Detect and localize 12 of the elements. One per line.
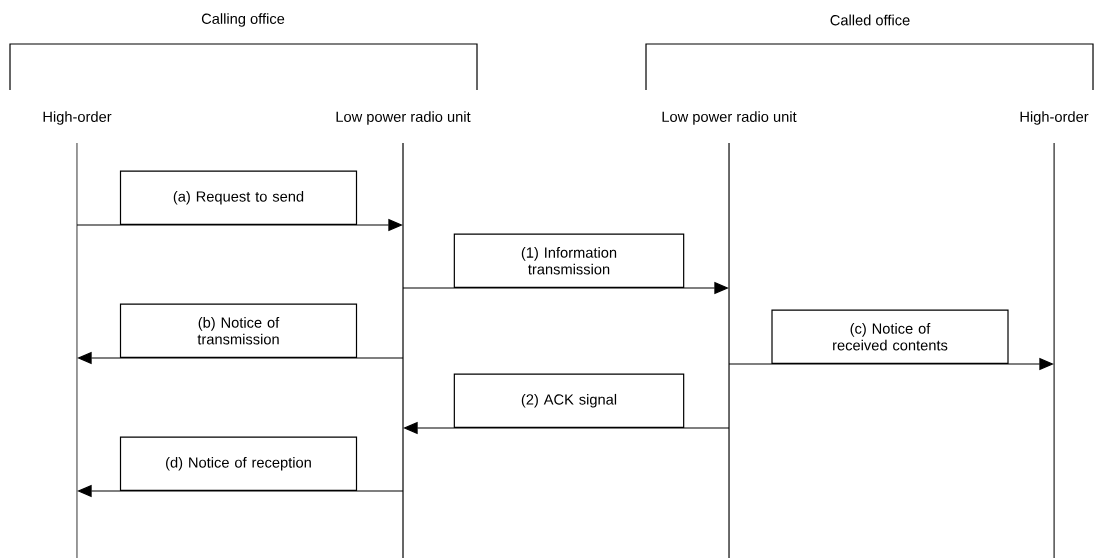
message-label: (1) Information transmission: [453, 233, 685, 288]
message-label: (c) Notice of received contents: [771, 309, 1009, 364]
participant-label: High-order: [1020, 111, 1089, 125]
participant-label: Low power radio unit: [662, 111, 797, 125]
participant-label: Low power radio unit: [336, 111, 471, 125]
message-label: (d) Notice of reception: [119, 436, 358, 491]
message-label: (b) Notice of transmission: [119, 303, 358, 358]
message-label: (a) Request to send: [119, 170, 358, 225]
message-label: (2) ACK signal: [453, 373, 685, 428]
group-label: Calling office: [201, 13, 285, 27]
participant-label: High-order: [43, 111, 112, 125]
group-label: Called office: [830, 14, 910, 26]
